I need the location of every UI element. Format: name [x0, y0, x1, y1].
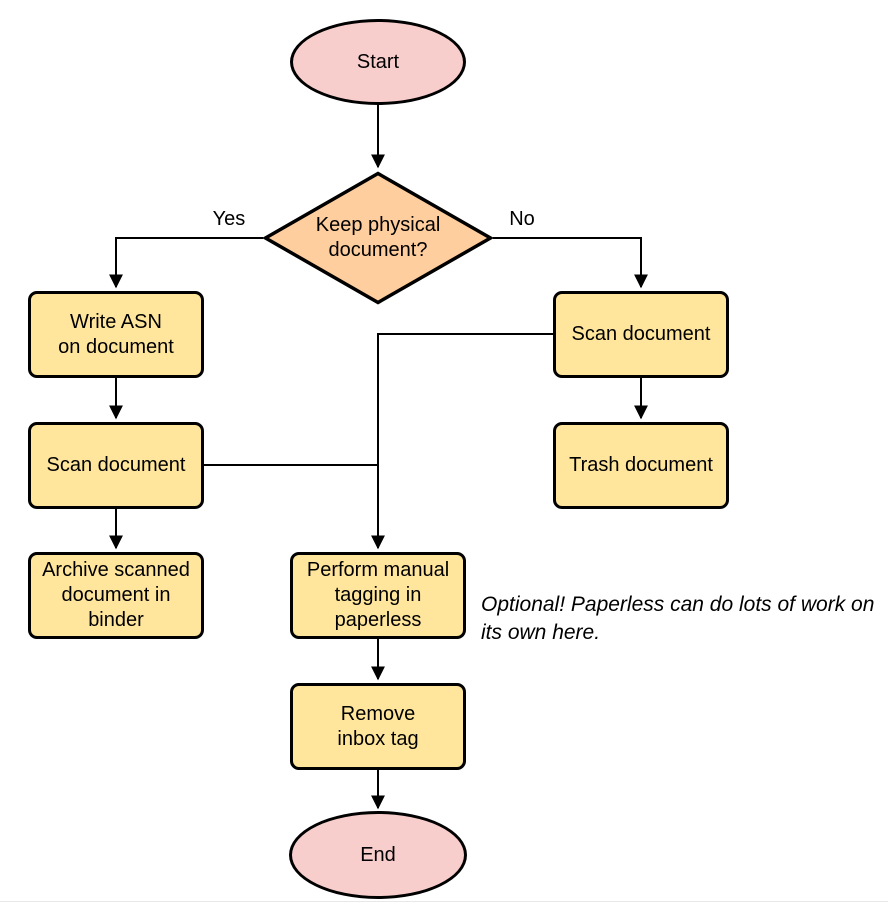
node-decision: Keep physical document?	[262, 170, 494, 306]
node-start: Start	[290, 19, 466, 105]
decision-diamond-shape	[262, 171, 494, 305]
node-scan-right-label: Scan document	[571, 323, 711, 345]
bottom-divider	[0, 901, 888, 902]
edge-scan-right-tagging	[371, 333, 553, 550]
node-write-asn: Write ASN on document	[28, 291, 204, 378]
edge-label-yes: Yes	[212, 208, 246, 230]
node-remove-inbox: Remove inbox tag	[290, 683, 466, 770]
node-scan-left-label: Scan document	[46, 454, 186, 476]
node-tagging-label: Perform manual tagging in paperless	[306, 559, 450, 631]
node-scan-right: Scan document	[553, 291, 729, 378]
annotation-note: Optional! Paperless can do lots of work …	[481, 593, 875, 644]
node-archive: Archive scanned document in binder	[28, 552, 204, 639]
node-end: End	[289, 811, 467, 899]
node-decision-label: Keep physical document?	[315, 214, 441, 261]
node-scan-left: Scan document	[28, 422, 204, 509]
node-archive-label: Archive scanned document in binder	[42, 559, 190, 631]
node-write-asn-label: Write ASN on document	[58, 310, 174, 358]
node-tagging: Perform manual tagging in paperless	[290, 552, 466, 639]
node-remove-inbox-label: Remove inbox tag	[337, 702, 419, 750]
edge-decision-write-asn-yes	[109, 237, 263, 289]
edge-decision-scan-right-no	[493, 237, 648, 289]
node-start-label: Start	[356, 50, 400, 73]
node-end-label: End	[360, 843, 396, 866]
edge-label-no: No	[509, 208, 535, 230]
node-trash-label: Trash document	[569, 454, 713, 476]
node-trash: Trash document	[553, 422, 729, 509]
